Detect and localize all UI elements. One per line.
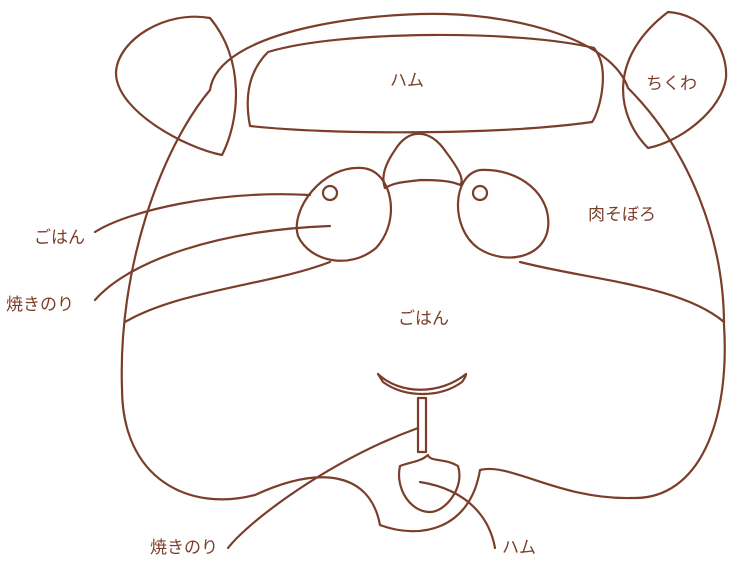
- label-yakinori-left: 焼きのり: [6, 295, 74, 315]
- left-ear-chikuwa: [114, 15, 238, 157]
- leader-ham-bottom: [418, 480, 497, 550]
- label-yakinori-bottom: 焼きのり: [150, 538, 218, 558]
- right-face-band: [518, 260, 726, 324]
- label-gohan-left: ごはん: [34, 228, 85, 248]
- label-gohan-center: ごはん: [398, 309, 449, 329]
- head-outline: [120, 12, 726, 533]
- tongue-ham: [397, 453, 461, 514]
- chin-nori-stick: [416, 396, 428, 454]
- left-face-band: [123, 260, 332, 324]
- label-chikuwa: ちくわ: [646, 74, 697, 94]
- ham-band: [246, 33, 604, 134]
- leader-yakinori-bottom: [226, 426, 420, 550]
- right-eye-nori: [456, 168, 550, 259]
- left-eye-nori: [295, 166, 392, 262]
- left-pupil: [321, 184, 339, 202]
- right-pupil: [471, 184, 489, 202]
- leader-yakinori-left: [93, 224, 332, 302]
- nose-rice: [382, 132, 463, 190]
- leader-gohan-left: [93, 193, 312, 234]
- label-ham-top: ハム: [390, 71, 424, 91]
- label-ham-bottom: ハム: [502, 538, 536, 558]
- mouth-curve: [376, 372, 468, 396]
- label-niku-soboro: 肉そぼろ: [588, 205, 656, 225]
- right-ear-chikuwa: [622, 10, 728, 150]
